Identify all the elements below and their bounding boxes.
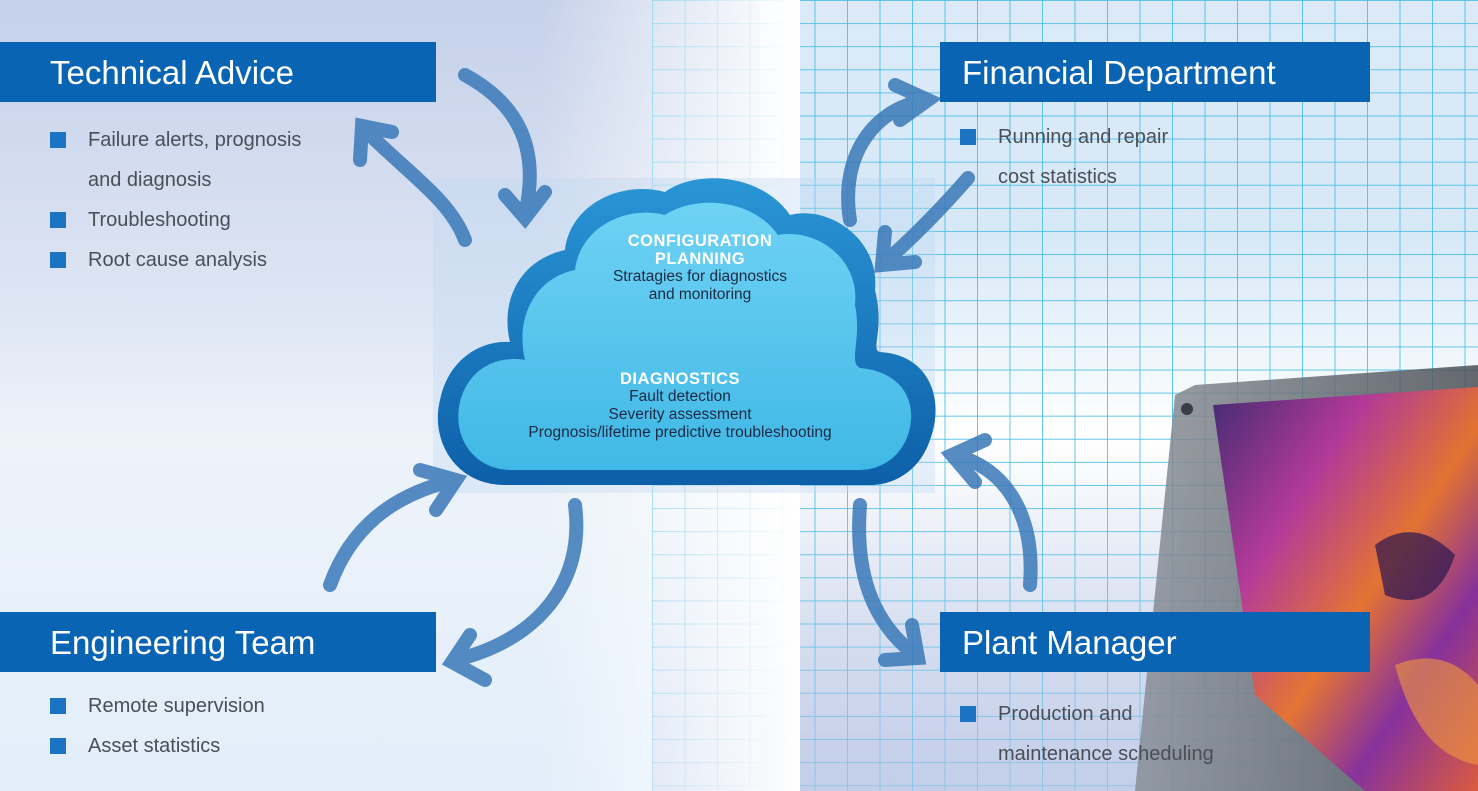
cloud-config-line: and monitoring xyxy=(648,286,752,303)
list-item-continuation: and diagnosis xyxy=(88,169,212,191)
financial-department-title: Financial Department xyxy=(940,42,1370,102)
cloud-diagnostics-line: Fault detection xyxy=(629,388,731,405)
list-item: Remote supervision xyxy=(50,686,265,726)
arrow-from-plant xyxy=(940,433,1038,592)
arrow-from-engineering xyxy=(323,463,468,592)
laptop-thermal-image xyxy=(1135,365,1478,791)
cloud-diagnostics-line: Severity assessment xyxy=(608,406,752,423)
list-item-continuation: maintenance scheduling xyxy=(998,743,1214,765)
arrow-to-financial xyxy=(841,78,942,227)
list-item: Asset statistics xyxy=(50,726,265,766)
cloud-diagnostics-line: Prognosis/lifetime predictive troublesho… xyxy=(528,424,832,441)
engineering-team-list: Remote supervision Asset statistics xyxy=(50,686,265,766)
arrow-to-plant xyxy=(852,498,927,667)
financial-department-list: Running and repair cost statistics xyxy=(960,117,1168,197)
technical-advice-list: Failure alerts, prognosis and diagnosis … xyxy=(50,120,301,280)
arrow-to-engineering xyxy=(441,498,584,687)
list-item: Failure alerts, prognosis xyxy=(50,120,301,160)
list-item: Root cause analysis xyxy=(50,240,301,280)
list-item: Running and repair xyxy=(960,117,1168,157)
engineering-team-title: Engineering Team xyxy=(0,612,436,672)
list-item-continuation: cost statistics xyxy=(998,166,1117,188)
cloud-inner xyxy=(458,202,912,471)
plant-manager-list: Production and maintenance scheduling xyxy=(960,694,1214,774)
technical-advice-title: Technical Advice xyxy=(0,42,436,102)
cloud-config-line: Stratagies for diagnostics xyxy=(612,268,788,285)
list-item: Troubleshooting xyxy=(50,200,301,240)
list-item: Production and xyxy=(960,694,1214,734)
cloud-config-heading: CONFIGURATION xyxy=(627,232,773,250)
arrow-to-cloud-from-technical xyxy=(458,68,552,230)
plant-manager-title: Plant Manager xyxy=(940,612,1370,672)
cloud-diagnostics-block: DIAGNOSTICS Fault detection Severity ass… xyxy=(470,370,890,442)
cloud-configuration-block: CONFIGURATION PLANNING Stratagies for di… xyxy=(540,232,860,304)
arrow-from-financial xyxy=(874,171,975,273)
arrow-to-technical xyxy=(353,117,472,247)
cloud-diagnostics-heading: DIAGNOSTICS xyxy=(619,370,741,388)
cloud-config-heading-2: PLANNING xyxy=(654,250,746,268)
